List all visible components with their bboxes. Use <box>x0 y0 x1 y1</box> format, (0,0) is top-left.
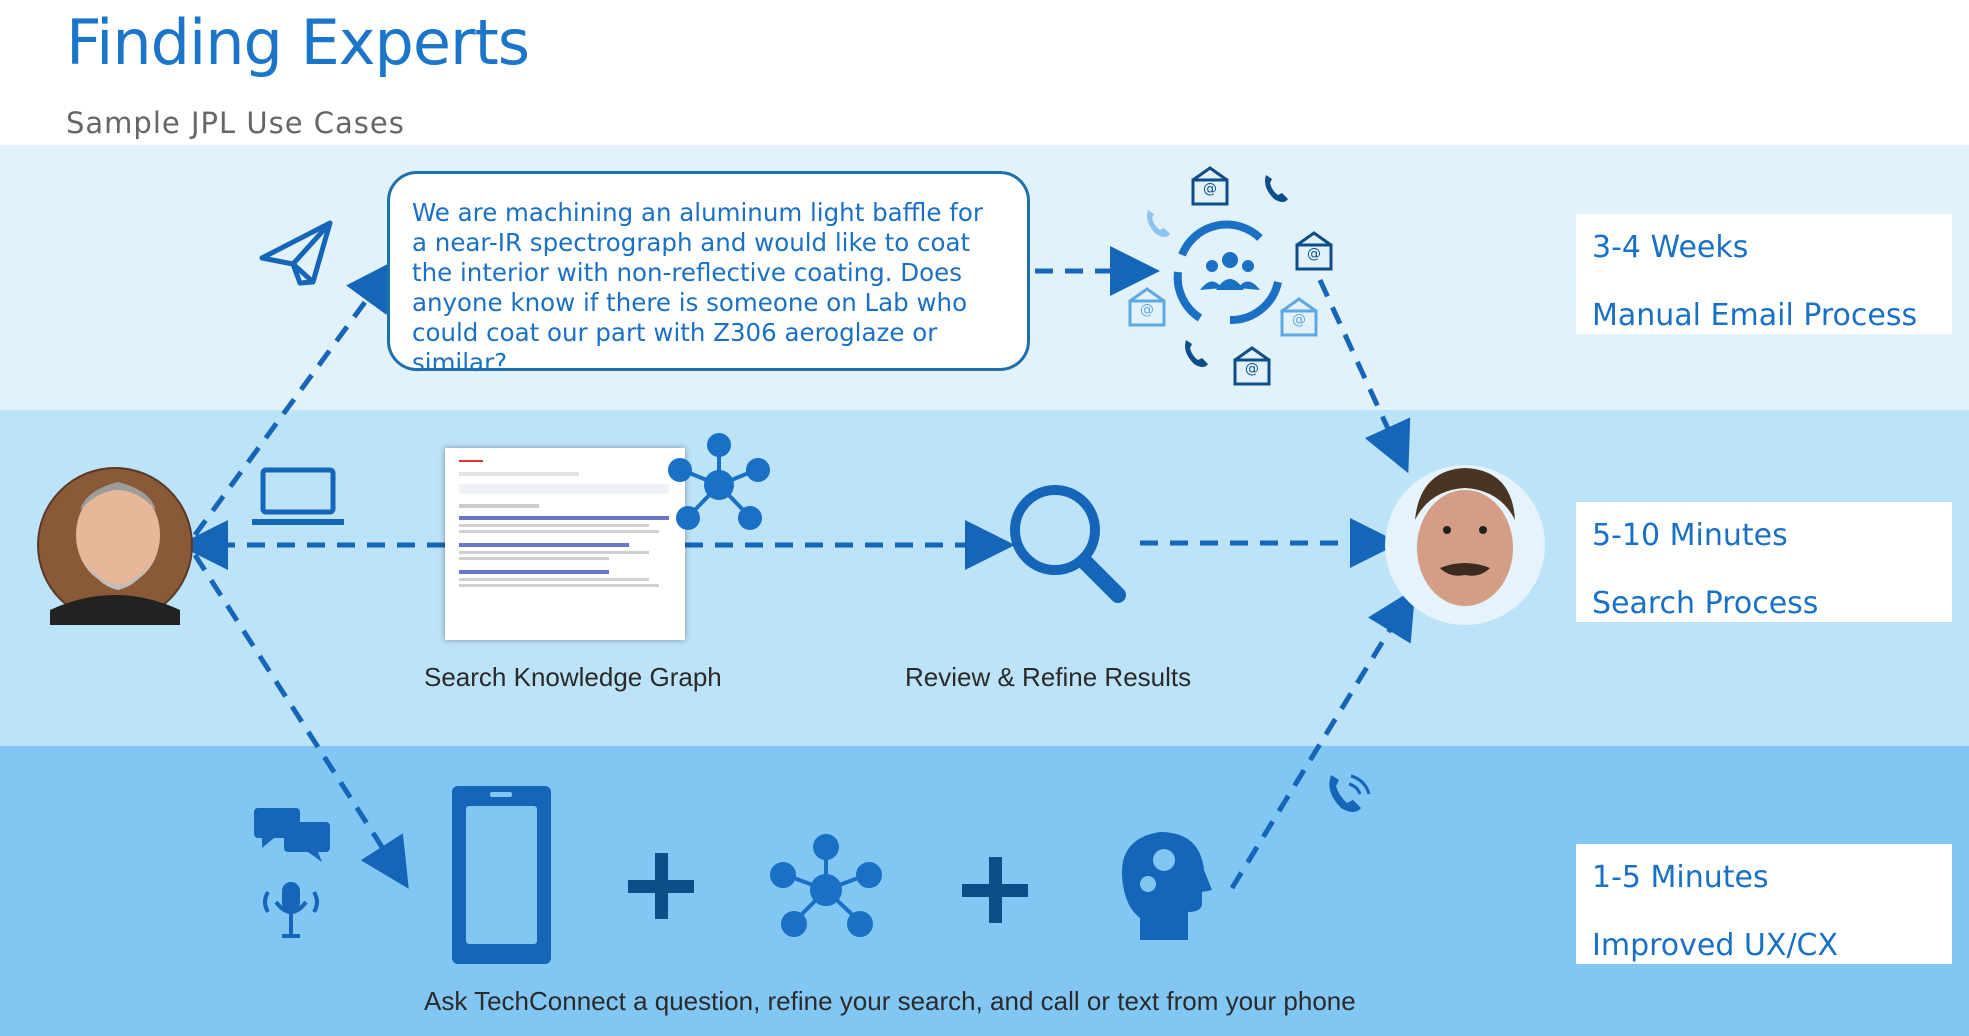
page-subtitle: Sample JPL Use Cases <box>66 106 405 140</box>
arrow-brain-to-expert <box>1229 587 1416 890</box>
process-label: Search Process <box>1592 586 1819 621</box>
arrow-to-bubble <box>192 259 396 537</box>
arrow-to-phone <box>192 553 409 889</box>
phone-icon <box>1329 774 1371 812</box>
group-icon <box>1200 252 1260 290</box>
svg-text:@: @ <box>1292 312 1306 328</box>
page-title: Finding Experts <box>66 6 530 79</box>
phone-icon <box>1265 175 1288 202</box>
question-bubble: We are machining an aluminum light baffl… <box>387 171 1030 377</box>
search-label: Search Knowledge Graph <box>424 662 722 692</box>
envelope-icon: @ <box>1233 346 1271 386</box>
time-box-search: 5-10 Minutes Search Process <box>1576 502 1952 622</box>
avatar-requester <box>37 467 193 625</box>
brain-head-icon <box>1121 832 1212 940</box>
plus-icon <box>962 857 1028 923</box>
process-label: Manual Email Process <box>1592 298 1918 333</box>
envelope-icon: @ <box>1295 231 1333 271</box>
cycle-icon <box>1173 220 1282 325</box>
process-label: Improved UX/CX <box>1592 928 1839 963</box>
plus-icon <box>628 853 694 919</box>
arrow-email-to-expert <box>1317 278 1411 474</box>
avatar-expert <box>1385 465 1545 625</box>
envelope-icon: @ <box>1128 287 1166 327</box>
time-label: 3-4 Weeks <box>1592 230 1749 265</box>
phone-icon <box>1147 210 1170 237</box>
envelope-icon: @ <box>1191 166 1229 206</box>
phone-icon <box>1185 340 1208 367</box>
phone-device-icon <box>452 786 551 964</box>
question-text: We are machining an aluminum light baffl… <box>412 198 983 377</box>
envelope-icon: @ <box>1280 297 1318 337</box>
search-results-preview <box>445 448 685 640</box>
svg-text:@: @ <box>1307 246 1321 262</box>
svg-text:@: @ <box>1203 181 1217 197</box>
knowledge-graph-icon <box>668 433 770 530</box>
time-box-improved: 1-5 Minutes Improved UX/CX <box>1576 844 1952 964</box>
knowledge-graph-icon <box>770 834 882 937</box>
microphone-icon <box>263 882 319 938</box>
review-label: Review & Refine Results <box>905 662 1192 692</box>
svg-text:@: @ <box>1140 302 1154 318</box>
time-box-email: 3-4 Weeks Manual Email Process <box>1576 214 1952 334</box>
time-label: 5-10 Minutes <box>1592 518 1788 553</box>
chat-icon <box>254 808 330 862</box>
time-label: 1-5 Minutes <box>1592 860 1769 895</box>
svg-text:@: @ <box>1245 361 1259 377</box>
ask-label: Ask TechConnect a question, refine your … <box>424 986 1356 1016</box>
